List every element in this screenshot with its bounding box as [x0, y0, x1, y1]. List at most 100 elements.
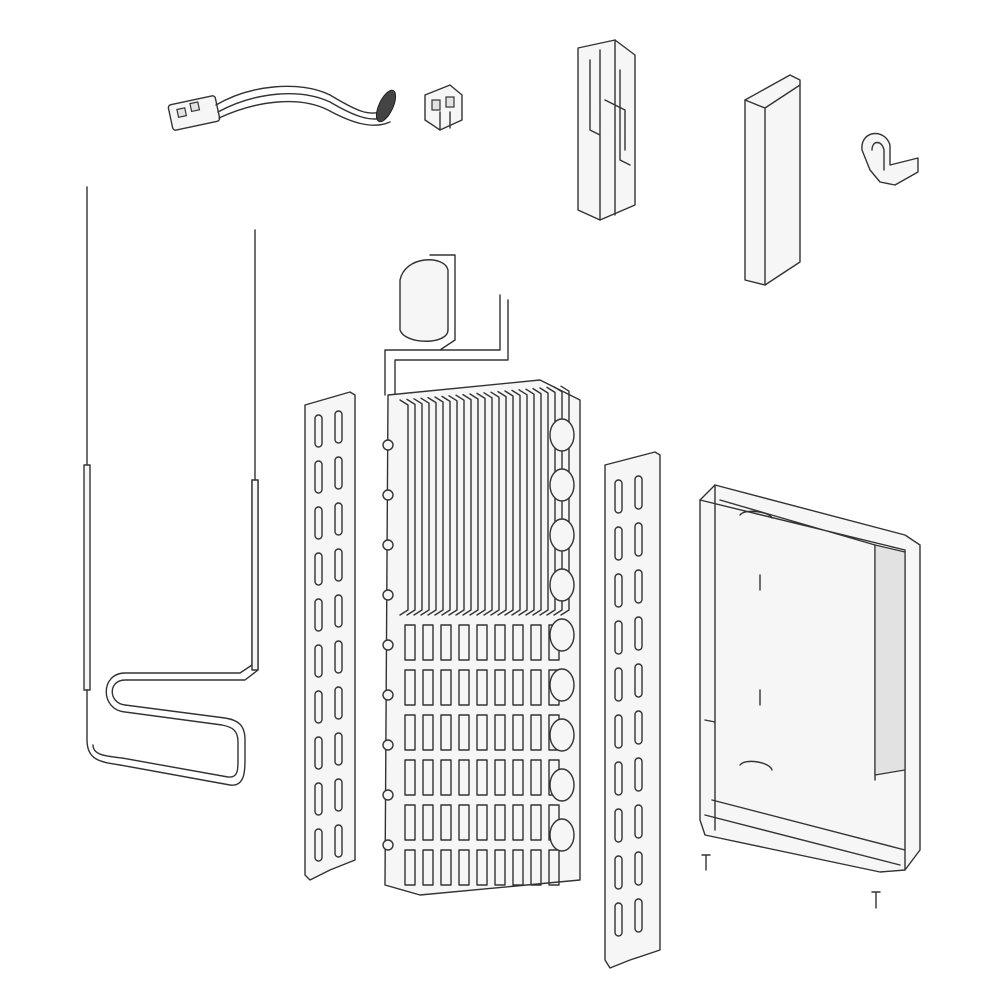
slot	[634, 710, 643, 745]
fin	[441, 395, 451, 616]
tube-end	[382, 839, 394, 851]
tube-bend	[549, 818, 575, 852]
fin	[560, 385, 570, 616]
fin	[422, 624, 434, 661]
fin	[399, 399, 409, 616]
side-plate-right-icon	[604, 451, 661, 969]
fin	[404, 669, 416, 706]
fin	[434, 396, 444, 616]
fin	[512, 714, 524, 751]
slot	[634, 522, 643, 557]
fin	[548, 849, 560, 886]
tube-bend	[549, 518, 575, 552]
defrost-heater-icon	[83, 186, 259, 786]
evaporator-housing-icon	[699, 484, 921, 873]
slot	[634, 663, 643, 698]
bracket-icon	[577, 39, 636, 221]
fin	[494, 759, 506, 796]
slot	[334, 640, 343, 674]
fin	[404, 804, 416, 841]
tube-bend	[549, 568, 575, 602]
fin	[476, 669, 488, 706]
tube-end	[382, 439, 394, 451]
fin	[440, 759, 452, 796]
fin	[525, 388, 535, 616]
fin	[530, 669, 542, 706]
clip-icon	[861, 132, 919, 186]
slot	[634, 569, 643, 604]
fin	[404, 624, 416, 661]
fin	[422, 849, 434, 886]
slot	[314, 414, 323, 448]
slot	[634, 757, 643, 792]
tube-bend	[549, 718, 575, 752]
slot	[314, 828, 323, 862]
fin	[422, 804, 434, 841]
slot	[334, 824, 343, 858]
slot	[334, 732, 343, 766]
fin	[497, 390, 507, 616]
fin	[504, 390, 514, 616]
screw-icon	[701, 854, 881, 909]
tube-end	[382, 789, 394, 801]
fin	[494, 714, 506, 751]
slot	[314, 736, 323, 770]
slot	[614, 855, 623, 890]
slot	[334, 410, 343, 444]
tube-end	[382, 689, 394, 701]
slot	[314, 460, 323, 494]
fin	[494, 804, 506, 841]
slot	[334, 686, 343, 720]
slot	[614, 902, 623, 937]
slot	[634, 616, 643, 651]
slot	[634, 804, 643, 839]
fin	[469, 393, 479, 616]
fin	[530, 759, 542, 796]
slot	[314, 506, 323, 540]
fin	[458, 669, 470, 706]
slot	[314, 598, 323, 632]
fin	[455, 394, 465, 616]
fin	[512, 624, 524, 661]
fin	[512, 669, 524, 706]
slot	[334, 594, 343, 628]
tube-bend	[549, 768, 575, 802]
tube-end	[382, 589, 394, 601]
slot	[634, 475, 643, 510]
connector-icon	[424, 84, 463, 131]
fin	[422, 759, 434, 796]
fin	[530, 849, 542, 886]
fin	[476, 392, 486, 616]
fin	[483, 392, 493, 616]
fin	[458, 714, 470, 751]
slot	[614, 761, 623, 796]
fin	[530, 624, 542, 661]
slot	[334, 502, 343, 536]
tube-end	[382, 489, 394, 501]
slot	[314, 552, 323, 586]
slot	[614, 620, 623, 655]
slot	[334, 548, 343, 582]
tube-bend	[549, 668, 575, 702]
slot	[614, 667, 623, 702]
tube-bend	[549, 468, 575, 502]
fin	[546, 386, 556, 616]
fin	[494, 669, 506, 706]
slot	[614, 573, 623, 608]
slot	[614, 808, 623, 843]
fin	[458, 759, 470, 796]
slot	[334, 778, 343, 812]
tube-bend	[549, 418, 575, 452]
fin	[494, 624, 506, 661]
fin	[406, 398, 416, 616]
fin	[476, 849, 488, 886]
slot	[634, 851, 643, 886]
fin	[462, 393, 472, 616]
fin	[404, 759, 416, 796]
fin	[458, 849, 470, 886]
fin	[404, 714, 416, 751]
tube-end	[382, 539, 394, 551]
fin	[476, 804, 488, 841]
fin	[440, 849, 452, 886]
